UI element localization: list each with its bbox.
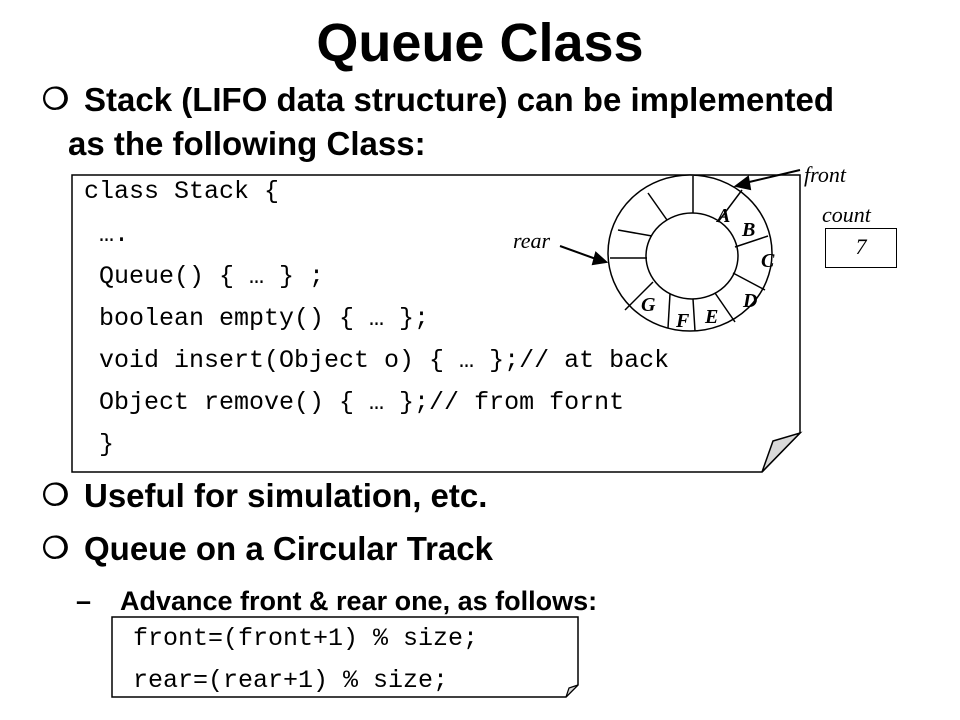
bullet-stack: ❍ Stack (LIFO data structure) can be imp…	[42, 78, 942, 168]
slot-label: A	[717, 205, 731, 227]
circle-bullet-icon: ❍	[42, 532, 69, 565]
bullet-stack-line1: Stack (LIFO data structure) can be imple…	[84, 81, 835, 118]
bullet-circular-track: ❍ Queue on a Circular Track	[42, 527, 742, 571]
sub-bullet-advance: Advance front & rear one, as follows:	[120, 586, 598, 616]
code-line: void insert(Object o) { … };// at back	[84, 346, 670, 375]
ring-inner	[645, 212, 739, 300]
code-line: Object remove() { … };// from fornt	[84, 388, 625, 417]
ring-dividers	[610, 176, 769, 332]
slot-label: F	[676, 310, 690, 332]
count-value-box: 7	[825, 228, 897, 268]
code-line: rear=(rear+1) % size;	[133, 666, 449, 695]
slot-label: C	[761, 250, 775, 272]
code-line: boolean empty() { … };	[84, 304, 430, 333]
slot-label: G	[641, 294, 656, 316]
slot-label: B	[742, 219, 756, 241]
slot-label: E	[705, 306, 719, 328]
bullet-stack-line2: as the following Class:	[68, 125, 426, 162]
code-line: ….	[84, 220, 130, 249]
code-line: class Stack {	[84, 177, 280, 206]
bullet-useful: ❍ Useful for simulation, etc.	[42, 474, 742, 518]
circle-bullet-icon: ❍	[42, 479, 69, 512]
code-line: Queue() { … } ;	[84, 262, 325, 291]
slot-label: D	[743, 290, 758, 312]
count-label: count	[822, 202, 871, 227]
code-line: }	[84, 430, 115, 459]
circle-bullet-icon: ❍	[42, 83, 69, 116]
front-label: front	[804, 162, 846, 187]
pointer-arrows	[559, 169, 801, 266]
slide-title: Queue Class	[316, 13, 644, 73]
code-line: front=(front+1) % size;	[133, 624, 479, 653]
rear-label: rear	[513, 228, 551, 253]
sub-bullet-dash: –	[76, 586, 92, 616]
